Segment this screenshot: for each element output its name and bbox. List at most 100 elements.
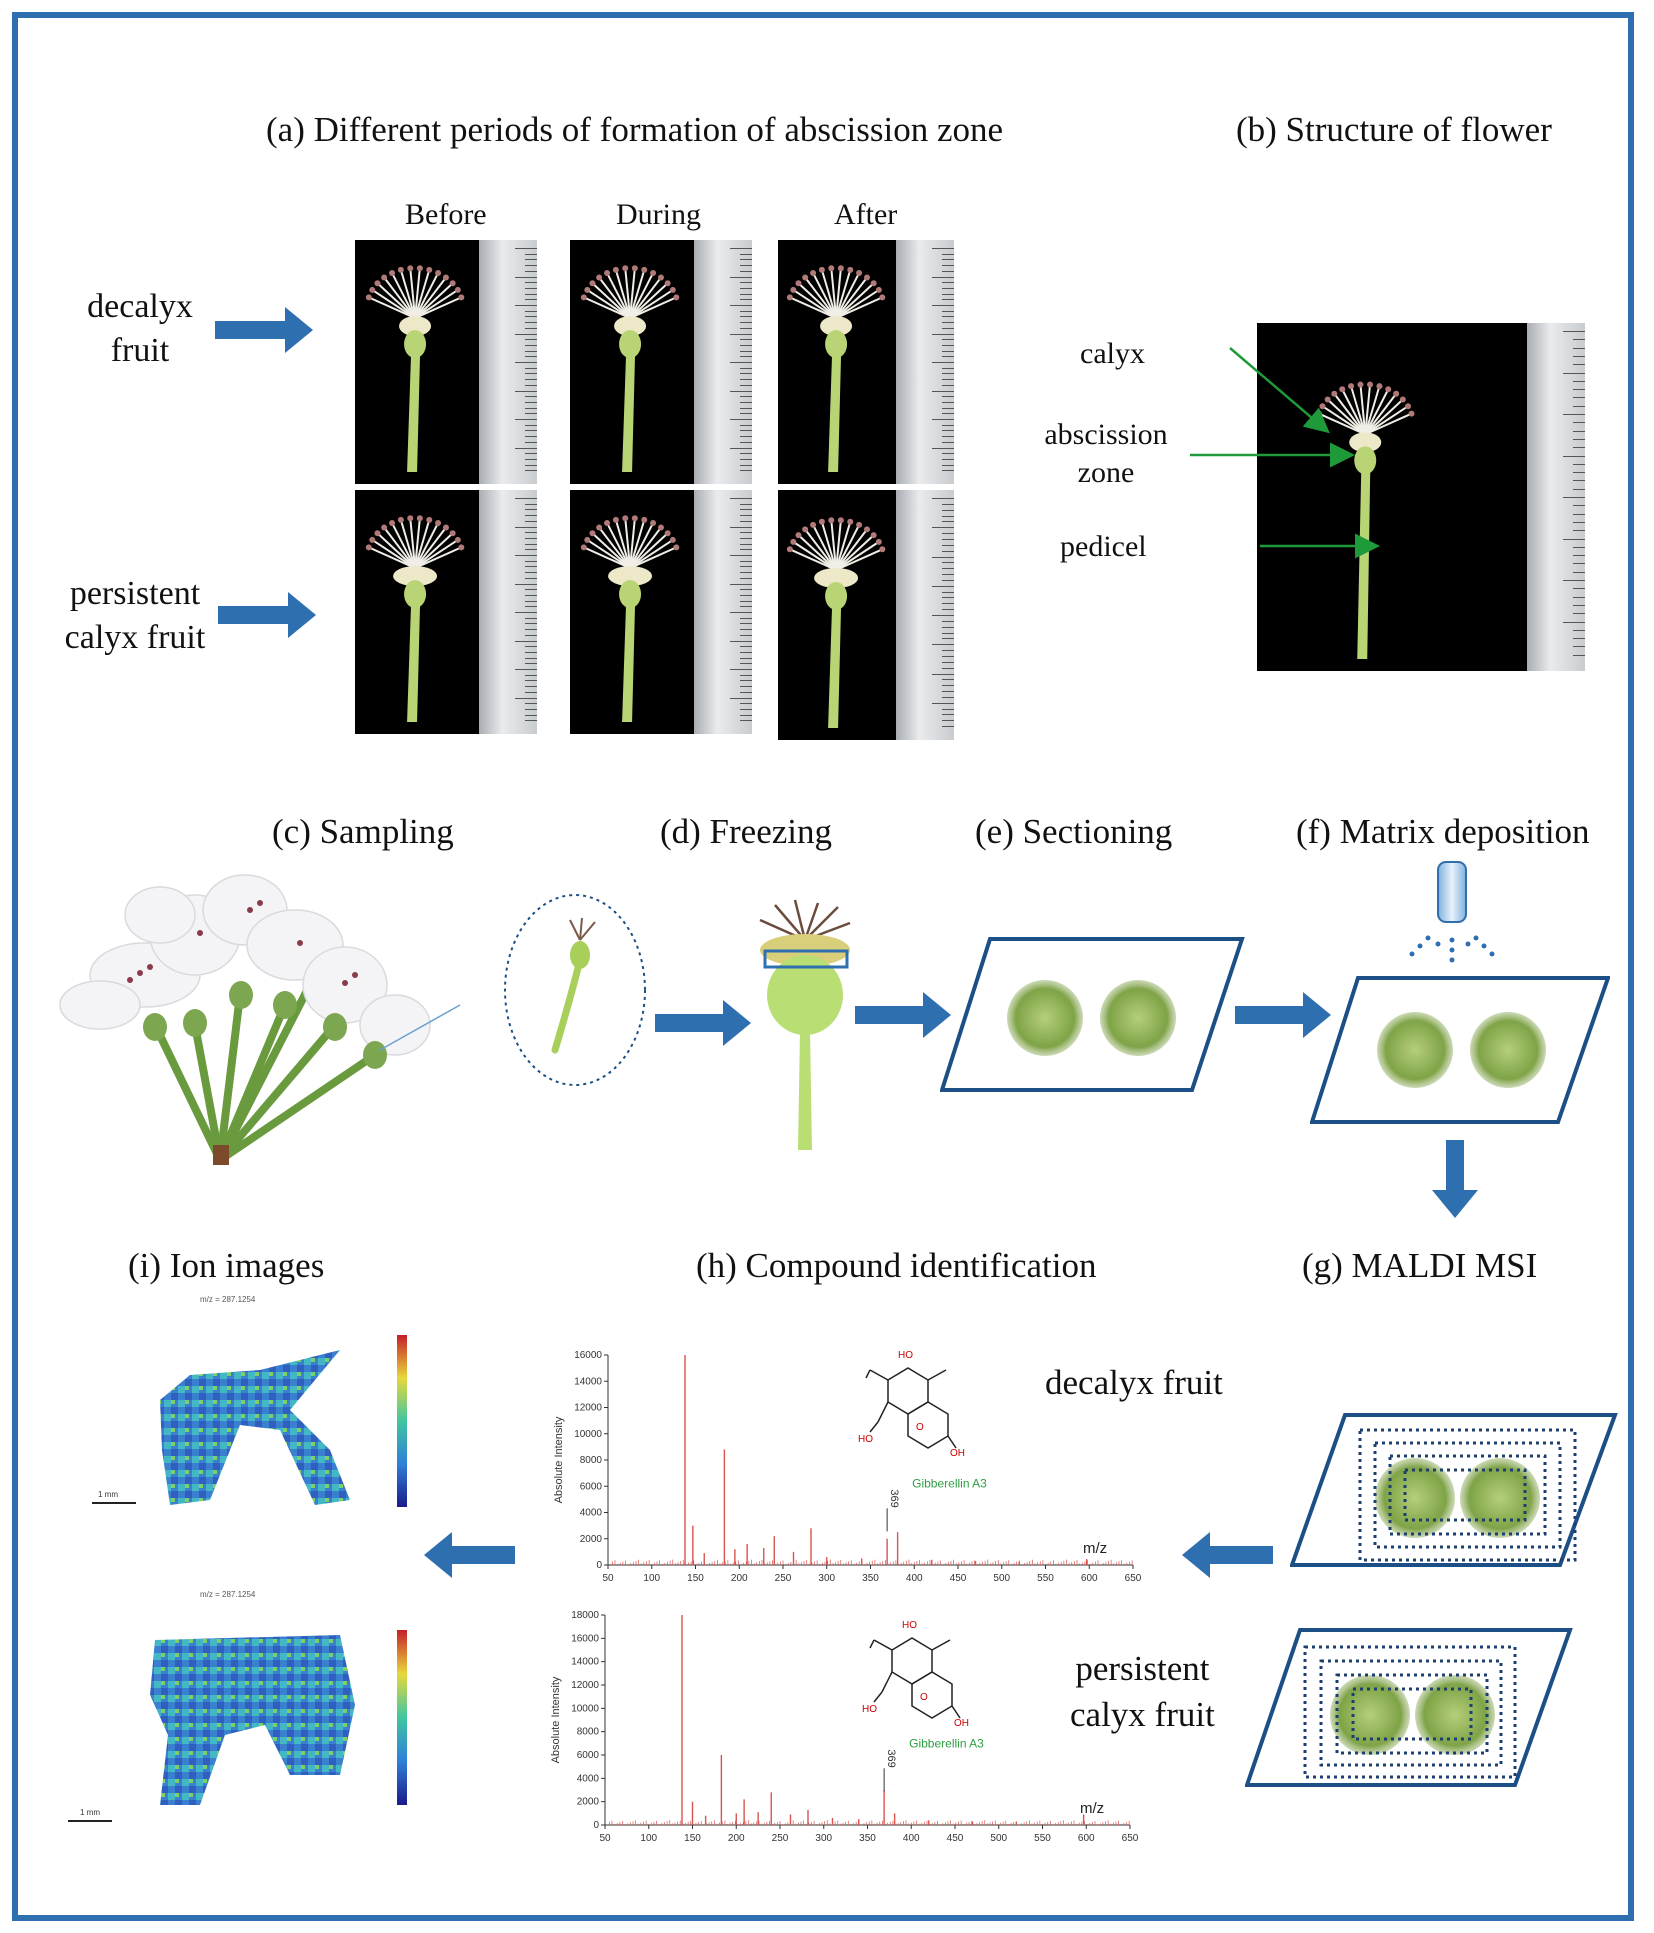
svg-text:HO: HO: [898, 1350, 913, 1361]
label-pedicel: pedicel: [1060, 530, 1147, 563]
matrix-deposition-image: [1310, 861, 1610, 1124]
x-tick-label: 500: [990, 1833, 1007, 1844]
svg-text:O: O: [920, 1692, 928, 1703]
row-label-persistent: persistent calyx fruit: [64, 575, 206, 656]
panel-b-title: (b) Structure of flower: [1236, 110, 1552, 149]
y-tick-label: 4000: [580, 1508, 603, 1519]
x-tick-label: 200: [728, 1833, 745, 1844]
arrow-right-icon: [855, 992, 951, 1038]
flower-illustration: [1315, 381, 1415, 659]
row-label-decalyx: decalyx fruit: [87, 288, 193, 369]
label-calyx: calyx: [1080, 337, 1145, 370]
x-tick-label: 400: [906, 1573, 923, 1584]
scale-bar: [92, 1502, 136, 1504]
panel-e-title: (e) Sectioning: [975, 812, 1173, 851]
pointer-lines: [1190, 347, 1380, 559]
arrow-right-icon: [218, 592, 316, 638]
x-tick-label: 450: [950, 1573, 967, 1584]
compound-label: Gibberellin A3: [909, 1736, 984, 1750]
x-tick-label: 550: [1034, 1833, 1051, 1844]
flower-photo-persistent-before: [355, 490, 537, 734]
y-tick-label: 12000: [571, 1680, 599, 1691]
y-tick-label: 16000: [571, 1633, 599, 1644]
x-axis-label: m/z: [1083, 1540, 1107, 1557]
arrow-left-icon: [424, 1532, 515, 1578]
colorbar: [397, 1335, 407, 1507]
arrow-right-icon: [215, 307, 313, 353]
y-tick-label: 18000: [571, 1610, 599, 1621]
y-axis-label: Absolute Intensity: [553, 1416, 565, 1503]
flower-illustration: [580, 265, 680, 472]
maldi-slide-decalyx: [1290, 1413, 1618, 1567]
panel-c-title: (c) Sampling: [272, 812, 454, 851]
flower-photo-decalyx-before: [355, 240, 537, 484]
figure-frame: [12, 12, 1634, 1921]
panel-a-title: (a) Different periods of formation of ab…: [266, 110, 1004, 149]
arrow-right-icon: [655, 1000, 751, 1046]
flower-photo-decalyx-during: [570, 240, 752, 484]
x-tick-label: 100: [640, 1833, 657, 1844]
x-tick-label: 250: [775, 1573, 792, 1584]
y-tick-label: 2000: [577, 1797, 600, 1808]
x-tick-label: 50: [602, 1573, 614, 1584]
x-tick-label: 600: [1081, 1573, 1098, 1584]
y-tick-label: 4000: [577, 1773, 600, 1784]
ion-label-1: m/z = 287.1254: [200, 1295, 256, 1304]
y-tick-label: 2000: [580, 1534, 603, 1545]
y-tick-label: 14000: [574, 1376, 602, 1387]
y-tick-label: 0: [596, 1560, 602, 1571]
ruler: [479, 240, 537, 484]
ion-image-persistent: [150, 1635, 355, 1805]
x-tick-label: 400: [903, 1833, 920, 1844]
arrow-left-icon: [1182, 1532, 1273, 1578]
x-tick-label: 350: [859, 1833, 876, 1844]
ruler: [694, 240, 752, 484]
x-tick-label: 650: [1122, 1833, 1139, 1844]
scale-label: 1 mm: [80, 1808, 100, 1817]
x-tick-label: 350: [862, 1573, 879, 1584]
label-decalyx-fruit: decalyx fruit: [1045, 1363, 1223, 1402]
y-tick-label: 12000: [574, 1403, 602, 1414]
panel-f-title: (f) Matrix deposition: [1296, 812, 1590, 851]
x-axis-label: m/z: [1080, 1800, 1104, 1817]
maldi-slide-persistent: [1245, 1628, 1573, 1787]
x-tick-label: 150: [684, 1833, 701, 1844]
gibberellin-structure-icon: HO HO OH O: [858, 1350, 965, 1459]
selected-flower-inset: [504, 894, 646, 1086]
ion-image-decalyx: [160, 1350, 350, 1505]
y-tick-label: 10000: [571, 1703, 599, 1714]
y-tick-label: 0: [593, 1820, 599, 1831]
label-abscission-zone: abscission zone: [1044, 418, 1168, 489]
y-tick-label: 6000: [577, 1750, 600, 1761]
column-during: During: [616, 198, 701, 231]
frozen-flower-image: [759, 899, 851, 1150]
ion-label-2: m/z = 287.1254: [200, 1590, 256, 1599]
x-tick-label: 300: [815, 1833, 832, 1844]
x-tick-label: 150: [687, 1573, 704, 1584]
ruler: [1527, 323, 1585, 671]
panel-i-title: (i) Ion images: [128, 1246, 325, 1285]
svg-text:HO: HO: [858, 1434, 873, 1445]
flower-illustration: [786, 265, 886, 472]
peak-label: 369: [888, 1489, 900, 1507]
y-tick-label: 6000: [580, 1481, 603, 1492]
x-tick-label: 250: [772, 1833, 789, 1844]
flower-illustration: [365, 515, 465, 722]
panel-h-title: (h) Compound identification: [696, 1246, 1097, 1285]
flower-photo-decalyx-after: [778, 240, 954, 484]
svg-text:OH: OH: [950, 1448, 965, 1459]
y-tick-label: 16000: [574, 1350, 602, 1361]
x-tick-label: 300: [818, 1573, 835, 1584]
y-tick-label: 8000: [577, 1727, 600, 1738]
flower-illustration: [580, 515, 680, 722]
ruler: [896, 240, 954, 484]
colorbar: [397, 1630, 407, 1805]
x-tick-label: 600: [1078, 1833, 1095, 1844]
flower-cluster-image: [59, 874, 461, 1165]
y-axis-label: Absolute Intensity: [550, 1676, 562, 1763]
flower-illustration: [786, 517, 886, 728]
gibberellin-structure-icon: HO HO OH O: [862, 1620, 969, 1729]
x-tick-label: 550: [1037, 1573, 1054, 1584]
mass-spectrum-persistent: 0200040006000800010000120001400016000180…: [550, 1610, 1139, 1844]
